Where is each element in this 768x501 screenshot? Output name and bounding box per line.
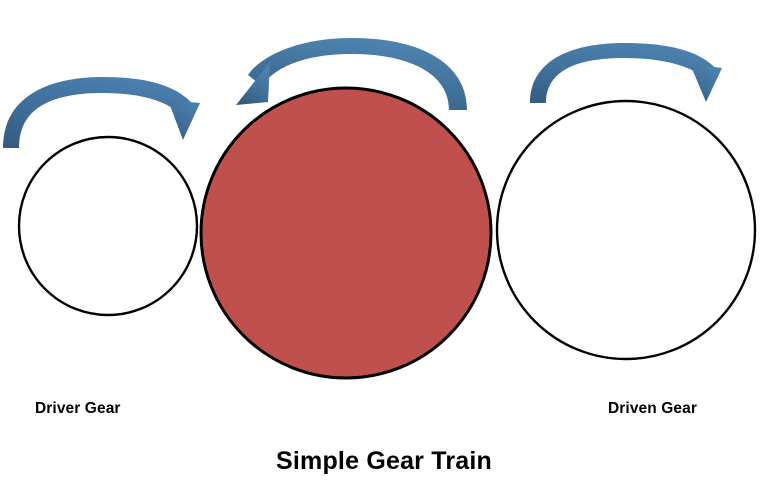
driver-rotation-arrow (3, 77, 200, 148)
driver-gear-label: Driver Gear (35, 400, 121, 417)
driver-gear-circle (17, 135, 199, 317)
idler-rotation-arrow (236, 38, 467, 110)
driven-rotation-arrow (530, 43, 722, 103)
diagram-title: Simple Gear Train (276, 447, 492, 475)
idler-gear-circle (199, 86, 493, 380)
driven-gear-circle (495, 99, 757, 361)
driven-gear-label: Driven Gear (608, 400, 697, 417)
